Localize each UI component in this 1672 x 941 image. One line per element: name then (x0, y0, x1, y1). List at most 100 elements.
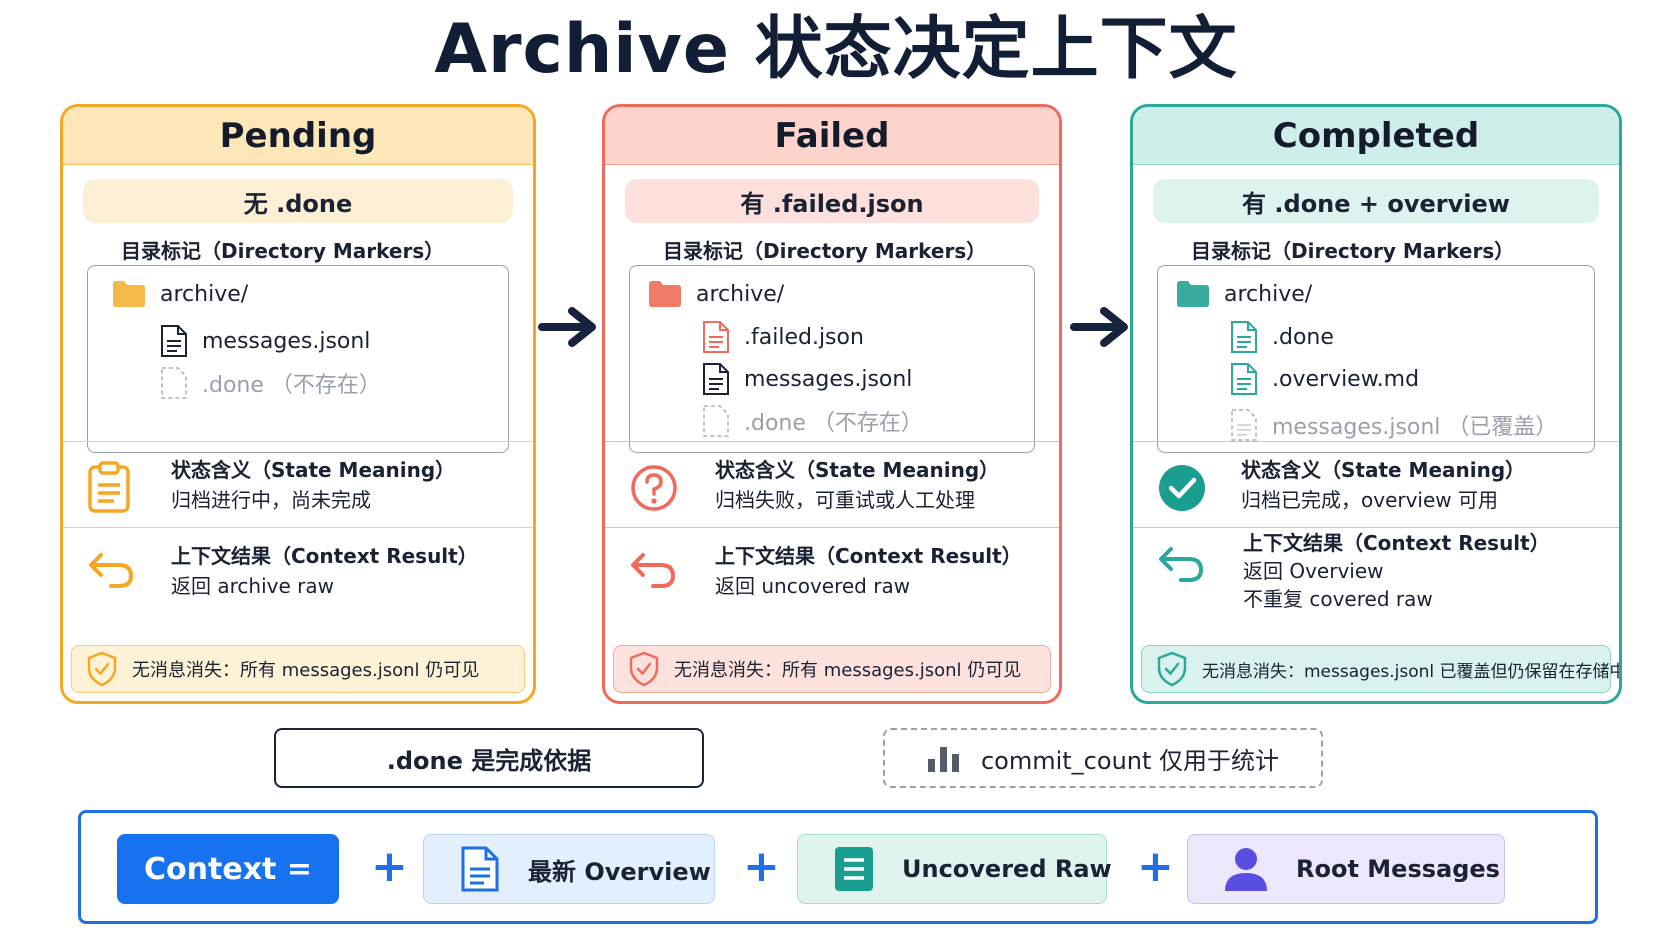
no-loss-note: 无消息消失：messages.jsonl 已覆盖但仍保留在存储中 (1141, 645, 1619, 693)
tree-label: messages.jsonl (744, 366, 913, 392)
shield-check-icon (1157, 651, 1187, 687)
state-tag: 无 .done (83, 179, 513, 223)
state-meaning: 状态含义（State Meaning） 归档进行中，尚未完成 (87, 451, 523, 525)
note-text: 无消息消失：所有 messages.jsonl 仍可见 (674, 660, 1022, 681)
dashed-file-icon (161, 367, 187, 399)
file-icon (703, 363, 729, 395)
clipboard-icon (88, 461, 130, 513)
file-red-icon (703, 321, 729, 353)
context-result-line: 返回 Overview (1243, 559, 1384, 583)
context-result-line: 返回 uncovered raw (715, 574, 911, 598)
folder-icon (113, 281, 145, 307)
card-title: Failed (605, 107, 1059, 165)
tree-row-missing: .done （不存在） (702, 404, 923, 438)
context-result: 上下文结果（Context Result） 返回 archive raw (87, 535, 523, 609)
state-meaning: 状态含义（State Meaning） 归档已完成，overview 可用 (1157, 451, 1609, 525)
context-result: 上下文结果（Context Result） 返回 uncovered raw (629, 535, 1049, 609)
tree-label: .failed.json (744, 324, 864, 350)
term-overview: 最新 Overview (423, 834, 715, 904)
check-circle-icon (1159, 465, 1205, 511)
pending-card: Pending 无 .done 目录标记（Directory Markers） … (60, 104, 536, 704)
card-title: Pending (63, 107, 533, 165)
no-loss-note: 无消息消失：所有 messages.jsonl 仍可见 (71, 645, 525, 693)
arrow-right-icon (538, 307, 596, 347)
tree-label: archive/ (1224, 281, 1313, 307)
state-meaning-text: 归档失败，可重试或人工处理 (715, 488, 975, 512)
context-result-title: 上下文结果（Context Result） (715, 544, 1022, 568)
file-teal-icon (1231, 321, 1257, 353)
completed-card: Completed 有 .done + overview 目录标记（Direct… (1130, 104, 1622, 704)
state-meaning-title: 状态含义（State Meaning） (1241, 458, 1526, 482)
tree-row-covered: messages.jsonl （已覆盖） (1230, 408, 1557, 442)
markers-label: 目录标记（Directory Markers） (1191, 239, 1515, 263)
directory-tree: archive/ .done .overview.md messages.jso… (1157, 265, 1595, 453)
tree-label: .done （不存在） (744, 411, 923, 436)
state-tag: 有 .done + overview (1153, 179, 1599, 223)
file-icon (161, 325, 187, 357)
return-arrow-icon (1159, 547, 1204, 582)
note-text: 无消息消失：messages.jsonl 已覆盖但仍保留在存储中 (1202, 661, 1622, 682)
tree-label: archive/ (160, 281, 249, 307)
context-result-title: 上下文结果（Context Result） (171, 544, 478, 568)
markers-label: 目录标记（Directory Markers） (663, 239, 987, 263)
list-doc-icon (835, 847, 873, 891)
context-formula: Context = + 最新 Overview + Uncovered Raw … (78, 810, 1598, 924)
state-meaning-text: 归档已完成，overview 可用 (1241, 488, 1499, 512)
diagram-title: Archive 状态决定上下文 (434, 10, 1238, 89)
return-arrow-icon (89, 553, 134, 588)
state-meaning: 状态含义（State Meaning） 归档失败，可重试或人工处理 (629, 451, 1049, 525)
tree-row-file: messages.jsonl (160, 324, 370, 358)
bar-chart-icon (927, 747, 959, 772)
markers-label: 目录标记（Directory Markers） (121, 239, 445, 263)
state-meaning-title: 状态含义（State Meaning） (171, 458, 456, 482)
plus-sign: + (371, 841, 408, 892)
context-result-title: 上下文结果（Context Result） (1243, 531, 1550, 555)
directory-tree: archive/ .failed.json messages.jsonl .do… (629, 265, 1035, 453)
tree-label: .overview.md (1272, 366, 1420, 392)
dashed-file-icon (703, 405, 729, 437)
term-uncovered-raw: Uncovered Raw (797, 834, 1112, 904)
term-root-messages: Root Messages (1187, 834, 1505, 904)
tree-row-folder: archive/ (1176, 280, 1312, 308)
shield-check-icon (629, 651, 659, 687)
context-result-line: 不重复 covered raw (1243, 587, 1433, 611)
tree-row-file: .overview.md (1230, 362, 1419, 396)
file-teal-icon (1231, 363, 1257, 395)
state-tag: 有 .failed.json (625, 179, 1039, 223)
tree-label: .done （不存在） (202, 373, 381, 398)
term-label: 最新 Overview (528, 857, 711, 886)
tree-label: archive/ (696, 281, 785, 307)
tree-row-folder: archive/ (112, 280, 248, 308)
tree-row-file: .done (1230, 320, 1334, 354)
card-title: Completed (1133, 107, 1619, 165)
context-result: 上下文结果（Context Result） 返回 Overview 不重复 co… (1157, 529, 1609, 619)
commit-count-box: commit_count 仅用于统计 (883, 728, 1323, 788)
return-arrow-icon (631, 553, 676, 588)
shield-check-icon (87, 651, 117, 687)
no-loss-note: 无消息消失：所有 messages.jsonl 仍可见 (613, 645, 1051, 693)
user-icon (1225, 848, 1267, 891)
arrow-right-icon (1070, 307, 1128, 347)
term-label: Uncovered Raw (902, 855, 1112, 883)
tree-row-file: .failed.json (702, 320, 864, 354)
tree-row-file: messages.jsonl (702, 362, 912, 396)
context-label: Context = (117, 834, 339, 904)
note-text: 无消息消失：所有 messages.jsonl 仍可见 (132, 660, 480, 681)
folder-icon (1177, 281, 1209, 307)
context-result-line: 返回 archive raw (171, 574, 334, 598)
done-rule-box: .done 是完成依据 (274, 728, 704, 788)
commit-count-text: commit_count 仅用于统计 (980, 746, 1280, 775)
state-meaning-title: 状态含义（State Meaning） (715, 458, 1000, 482)
tree-label: .done (1272, 324, 1334, 350)
tree-label: messages.jsonl （已覆盖） (1272, 415, 1558, 440)
term-label: Root Messages (1296, 855, 1500, 883)
document-icon (461, 846, 499, 892)
plus-sign: + (743, 841, 780, 892)
plus-sign: + (1137, 841, 1174, 892)
failed-card: Failed 有 .failed.json 目录标记（Directory Mar… (602, 104, 1062, 704)
question-circle-icon (631, 465, 677, 511)
tree-row-folder: archive/ (648, 280, 784, 308)
state-meaning-text: 归档进行中，尚未完成 (171, 488, 371, 512)
folder-icon (649, 281, 681, 307)
tree-row-missing: .done （不存在） (160, 366, 381, 400)
